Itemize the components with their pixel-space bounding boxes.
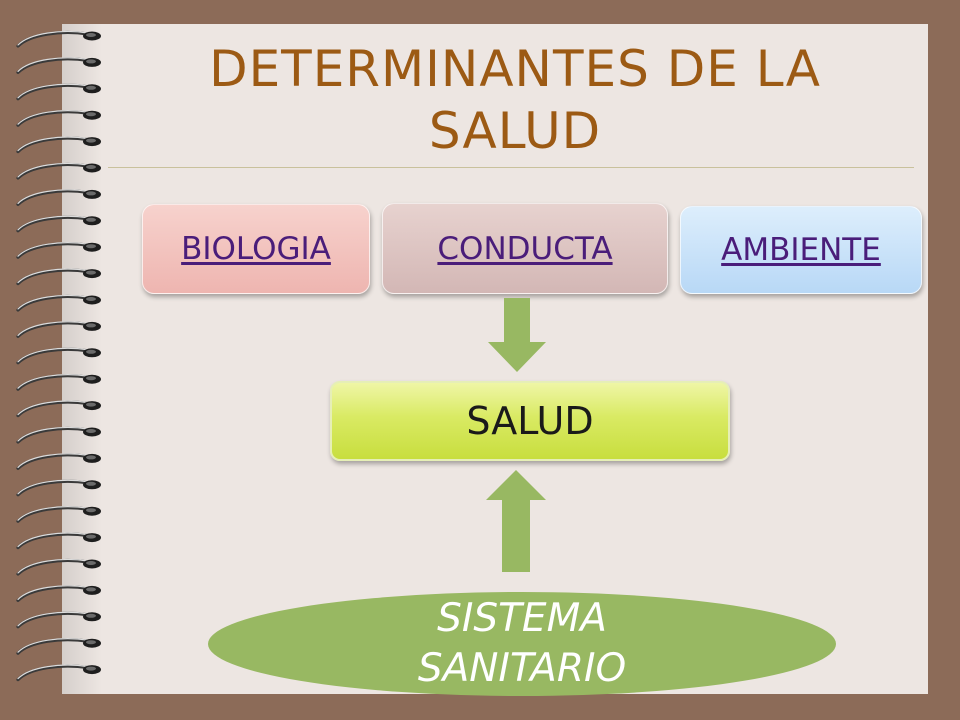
slide-title: DETERMINANTES DE LA SALUD	[209, 40, 821, 160]
up-arrow-icon	[486, 470, 546, 572]
sistema-sanitario-label: SISTEMA SANITARIO	[417, 596, 627, 691]
biologia-link-box[interactable]: BIOLOGIA	[142, 204, 370, 294]
salud-label: SALUD	[466, 399, 594, 443]
title-divider	[108, 167, 914, 168]
page-shadow	[62, 24, 102, 694]
biologia-label[interactable]: BIOLOGIA	[181, 231, 331, 267]
sistema-sanitario-ellipse	[208, 592, 836, 696]
conducta-link-box[interactable]: CONDUCTA	[382, 203, 668, 294]
ambiente-link-box[interactable]: AMBIENTE	[680, 206, 922, 294]
conducta-label[interactable]: CONDUCTA	[437, 230, 613, 267]
ambiente-label[interactable]: AMBIENTE	[721, 232, 881, 268]
salud-box: SALUD	[330, 381, 730, 461]
spiral-binding	[16, 30, 101, 682]
slide-page	[62, 24, 928, 694]
down-arrow-icon	[488, 298, 546, 372]
